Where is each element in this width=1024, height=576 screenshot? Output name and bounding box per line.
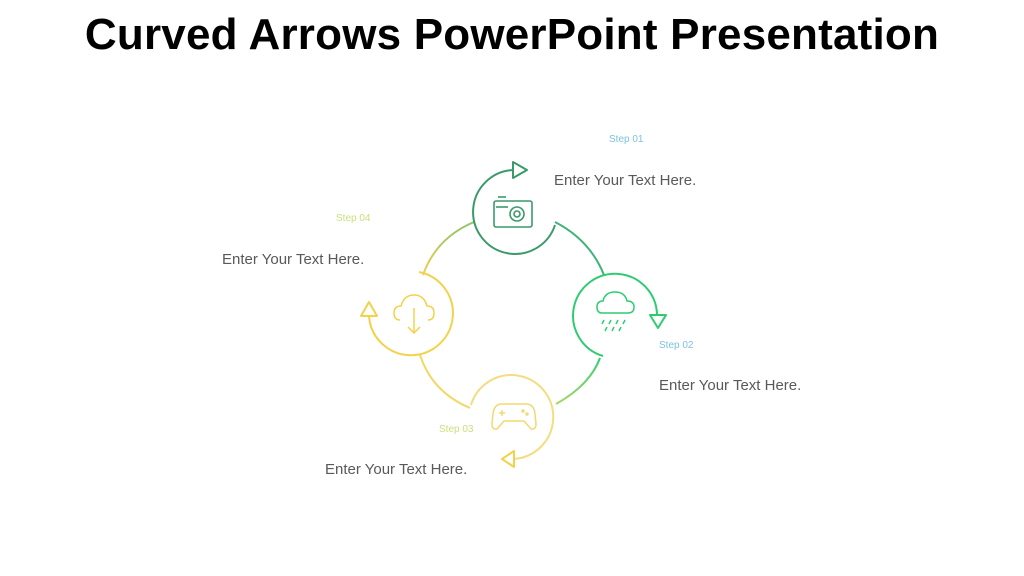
step-2-text: Enter Your Text Here. (659, 377, 802, 394)
connector-arc-top-right (554, 221, 605, 276)
step-1-arrow (472, 161, 556, 255)
step-4-label: Step 04 (336, 213, 371, 224)
step-4-arrow (360, 271, 454, 357)
page-title: Curved Arrows PowerPoint Presentation (84, 10, 940, 59)
step-3-label: Step 03 (439, 424, 474, 435)
connector-arc-bottom-left (419, 354, 471, 409)
cloud-rain-icon (596, 291, 635, 332)
step-1-text: Enter Your Text Here. (554, 172, 697, 189)
connector-arc-right-bottom (555, 357, 601, 405)
step-2-label: Step 02 (659, 340, 694, 351)
step-4-text: Enter Your Text Here. (222, 251, 365, 268)
camera-icon (493, 196, 533, 228)
cloud-download-icon (393, 294, 435, 335)
step-3-arrow (470, 374, 555, 468)
connector-arc-left-top (422, 221, 475, 276)
gamepad-icon (491, 403, 537, 430)
step-1-label: Step 01 (609, 134, 644, 145)
step-2-arrow (572, 272, 667, 357)
step-3-text: Enter Your Text Here. (325, 461, 468, 478)
